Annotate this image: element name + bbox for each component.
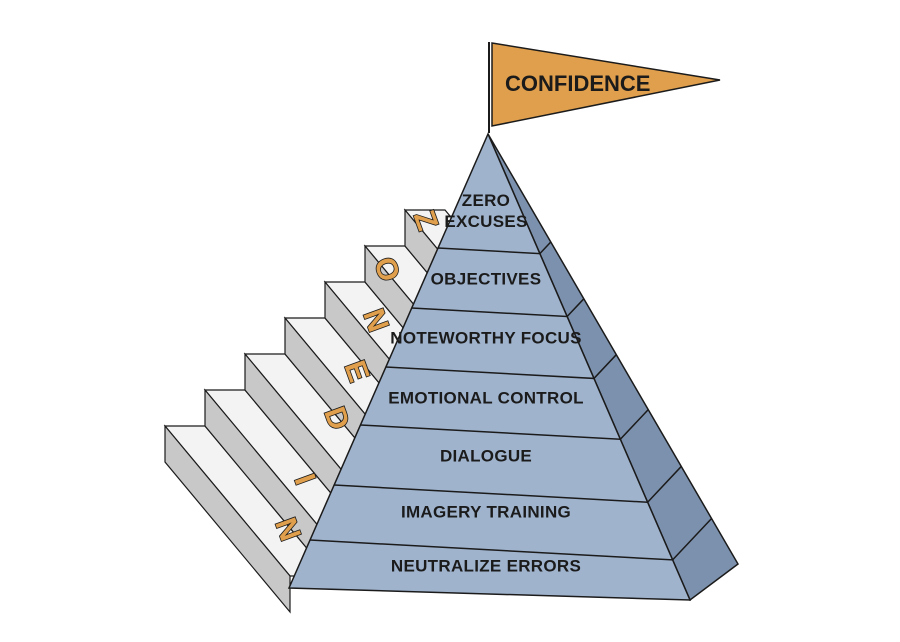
flag-label: CONFIDENCE [505,71,650,96]
pyramid: ZERO EXCUSES OBJECTIVES NOTEWORTHY FOCUS EMO… [287,132,739,602]
tier-divider [309,518,713,561]
confidence-flag: CONFIDENCE [488,42,721,133]
tier-divider [334,465,682,503]
tier-label: IMAGERY TRAINING [401,502,571,521]
stair-step [163,424,332,614]
tier-divider [411,298,585,318]
tier-label: NOTEWORTHY FOCUS [390,328,581,347]
tier-label: EXCUSES [444,212,527,231]
tier-label: DIALOGUE [440,446,532,465]
tier-divider [437,241,552,255]
pyramid-front-face [287,132,692,601]
tier-label: NEUTRALIZE ERRORS [391,556,581,575]
tier-label: OBJECTIVES [431,269,542,288]
stair-riser [164,424,291,614]
flag-pennant [491,42,721,127]
tier-label: EMOTIONAL CONTROL [388,388,584,407]
tier-label: ZERO [462,191,510,210]
tier-divider [385,354,617,380]
tier-divider [360,409,649,441]
